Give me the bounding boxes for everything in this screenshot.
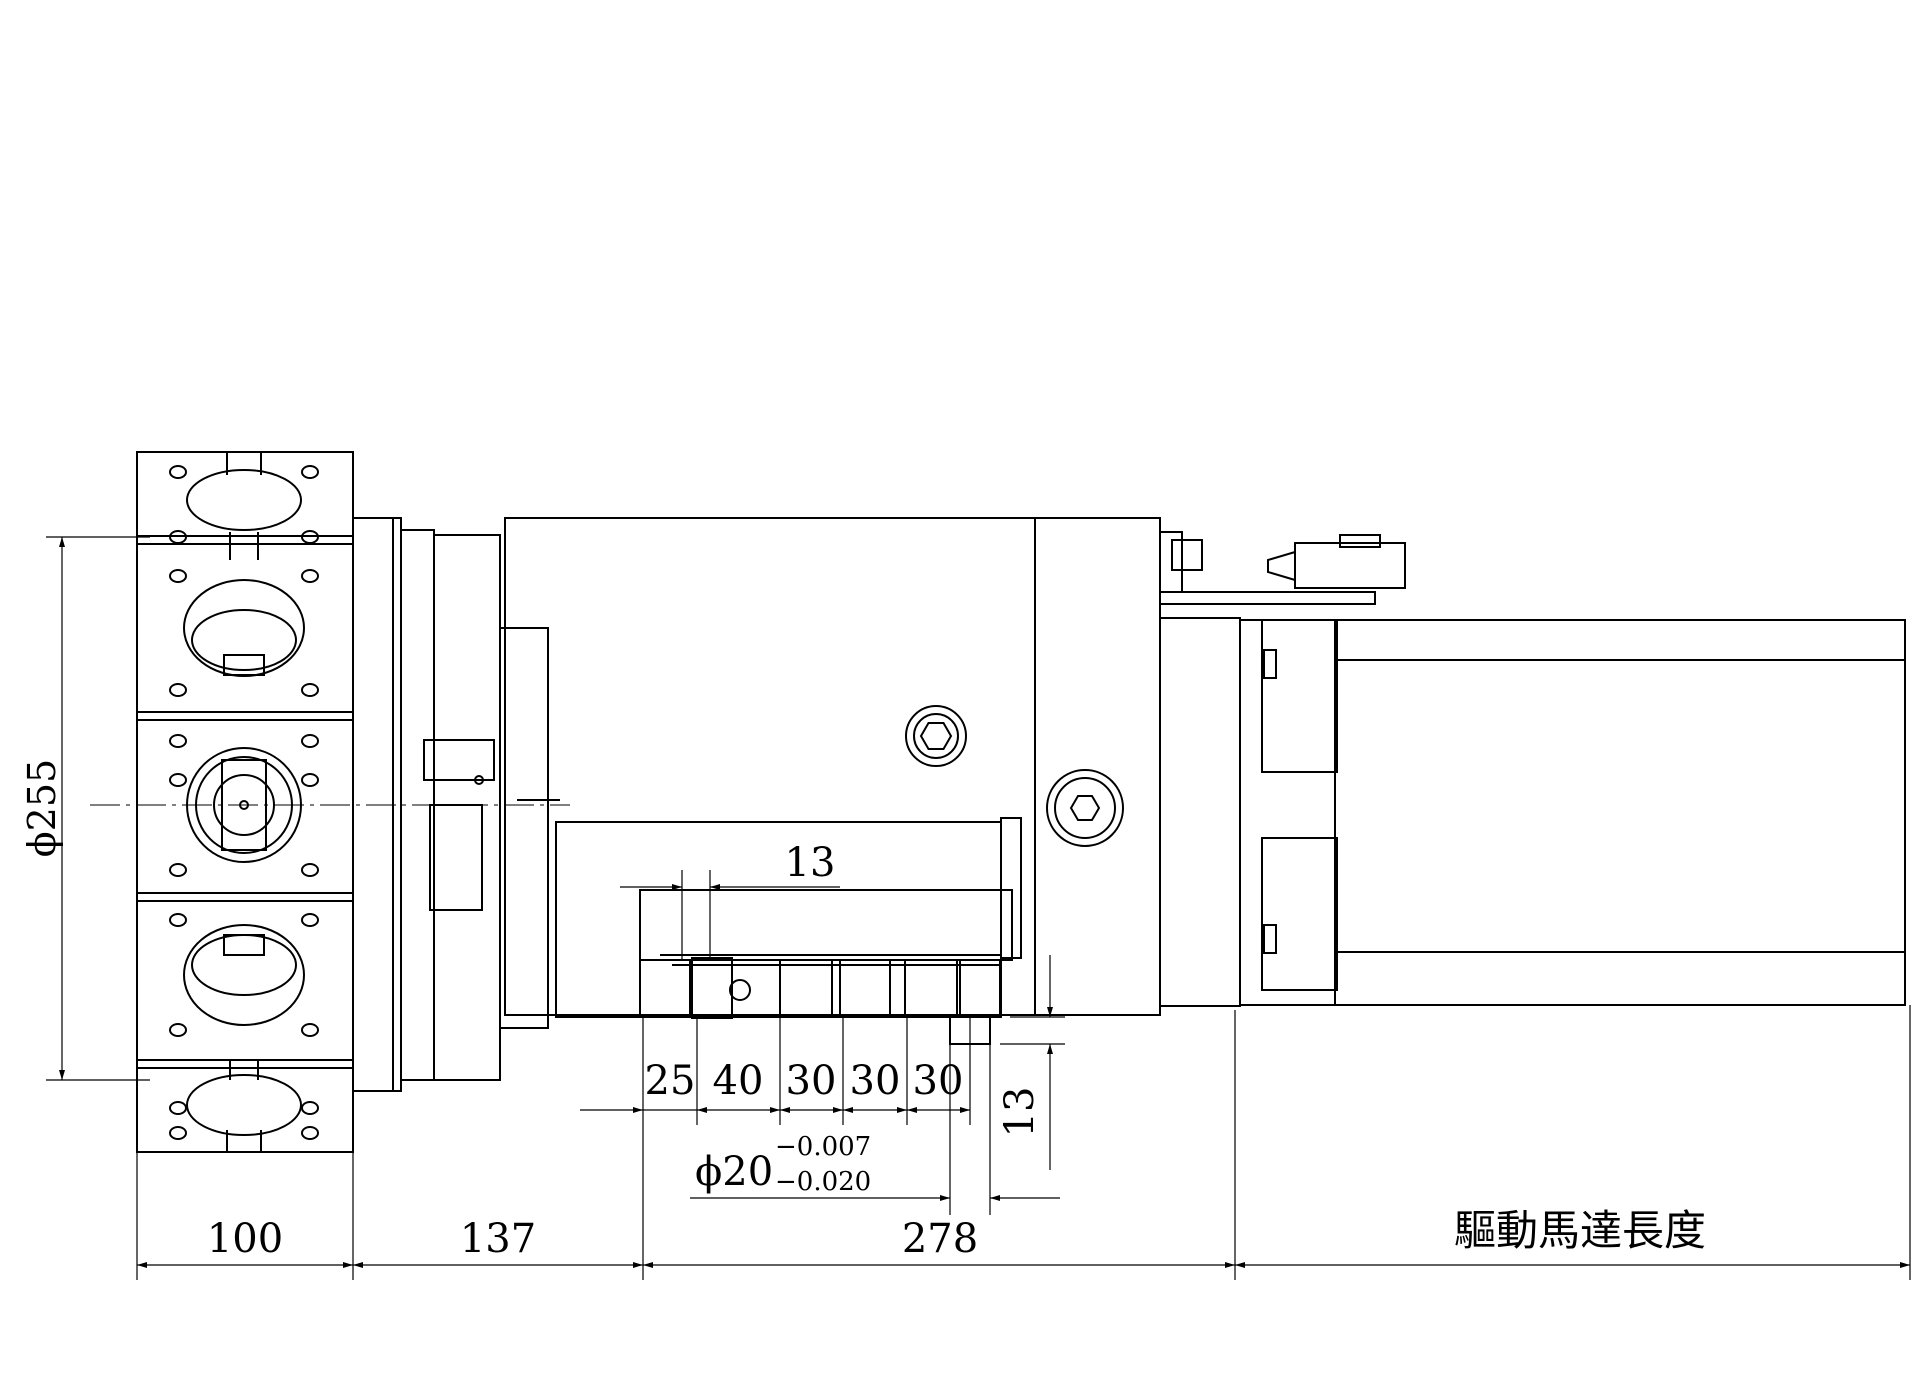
- dimension-lines: [46, 536, 1911, 1280]
- bolt-holes: [169, 465, 319, 1140]
- dim-25: 25: [645, 1058, 696, 1104]
- tool-pocket-5: [186, 1060, 302, 1136]
- hex-socket-bolt-1: [905, 705, 967, 767]
- dim-diameter-255: ϕ255: [20, 759, 64, 857]
- dim-13-top: 13: [785, 840, 836, 886]
- drive-motor: [1159, 617, 1906, 1007]
- dim-100: 100: [207, 1216, 283, 1262]
- dim-30-c: 30: [913, 1058, 964, 1104]
- tool-pocket-4: [183, 924, 305, 1026]
- dim-40: 40: [713, 1058, 764, 1104]
- dim-30-a: 30: [786, 1058, 837, 1104]
- dim-motor-length: 驅動馬達長度: [1454, 1206, 1706, 1255]
- dim-phi20: ϕ20: [695, 1149, 773, 1195]
- connector-fittings: [1159, 531, 1406, 605]
- dim-tolerance-lower: −0.020: [775, 1167, 871, 1197]
- dim-tolerance-upper: −0.007: [775, 1132, 871, 1162]
- tool-pocket-2: [183, 579, 305, 677]
- dim-137: 137: [460, 1216, 536, 1262]
- main-housing: [499, 517, 1161, 1029]
- dim-278: 278: [902, 1216, 978, 1262]
- hex-socket-bolt-2: [1046, 769, 1124, 847]
- dim-13-side: 13: [997, 1087, 1043, 1138]
- tool-pocket-1: [186, 469, 302, 560]
- dim-30-b: 30: [850, 1058, 901, 1104]
- tool-holder-block: [555, 817, 1022, 1045]
